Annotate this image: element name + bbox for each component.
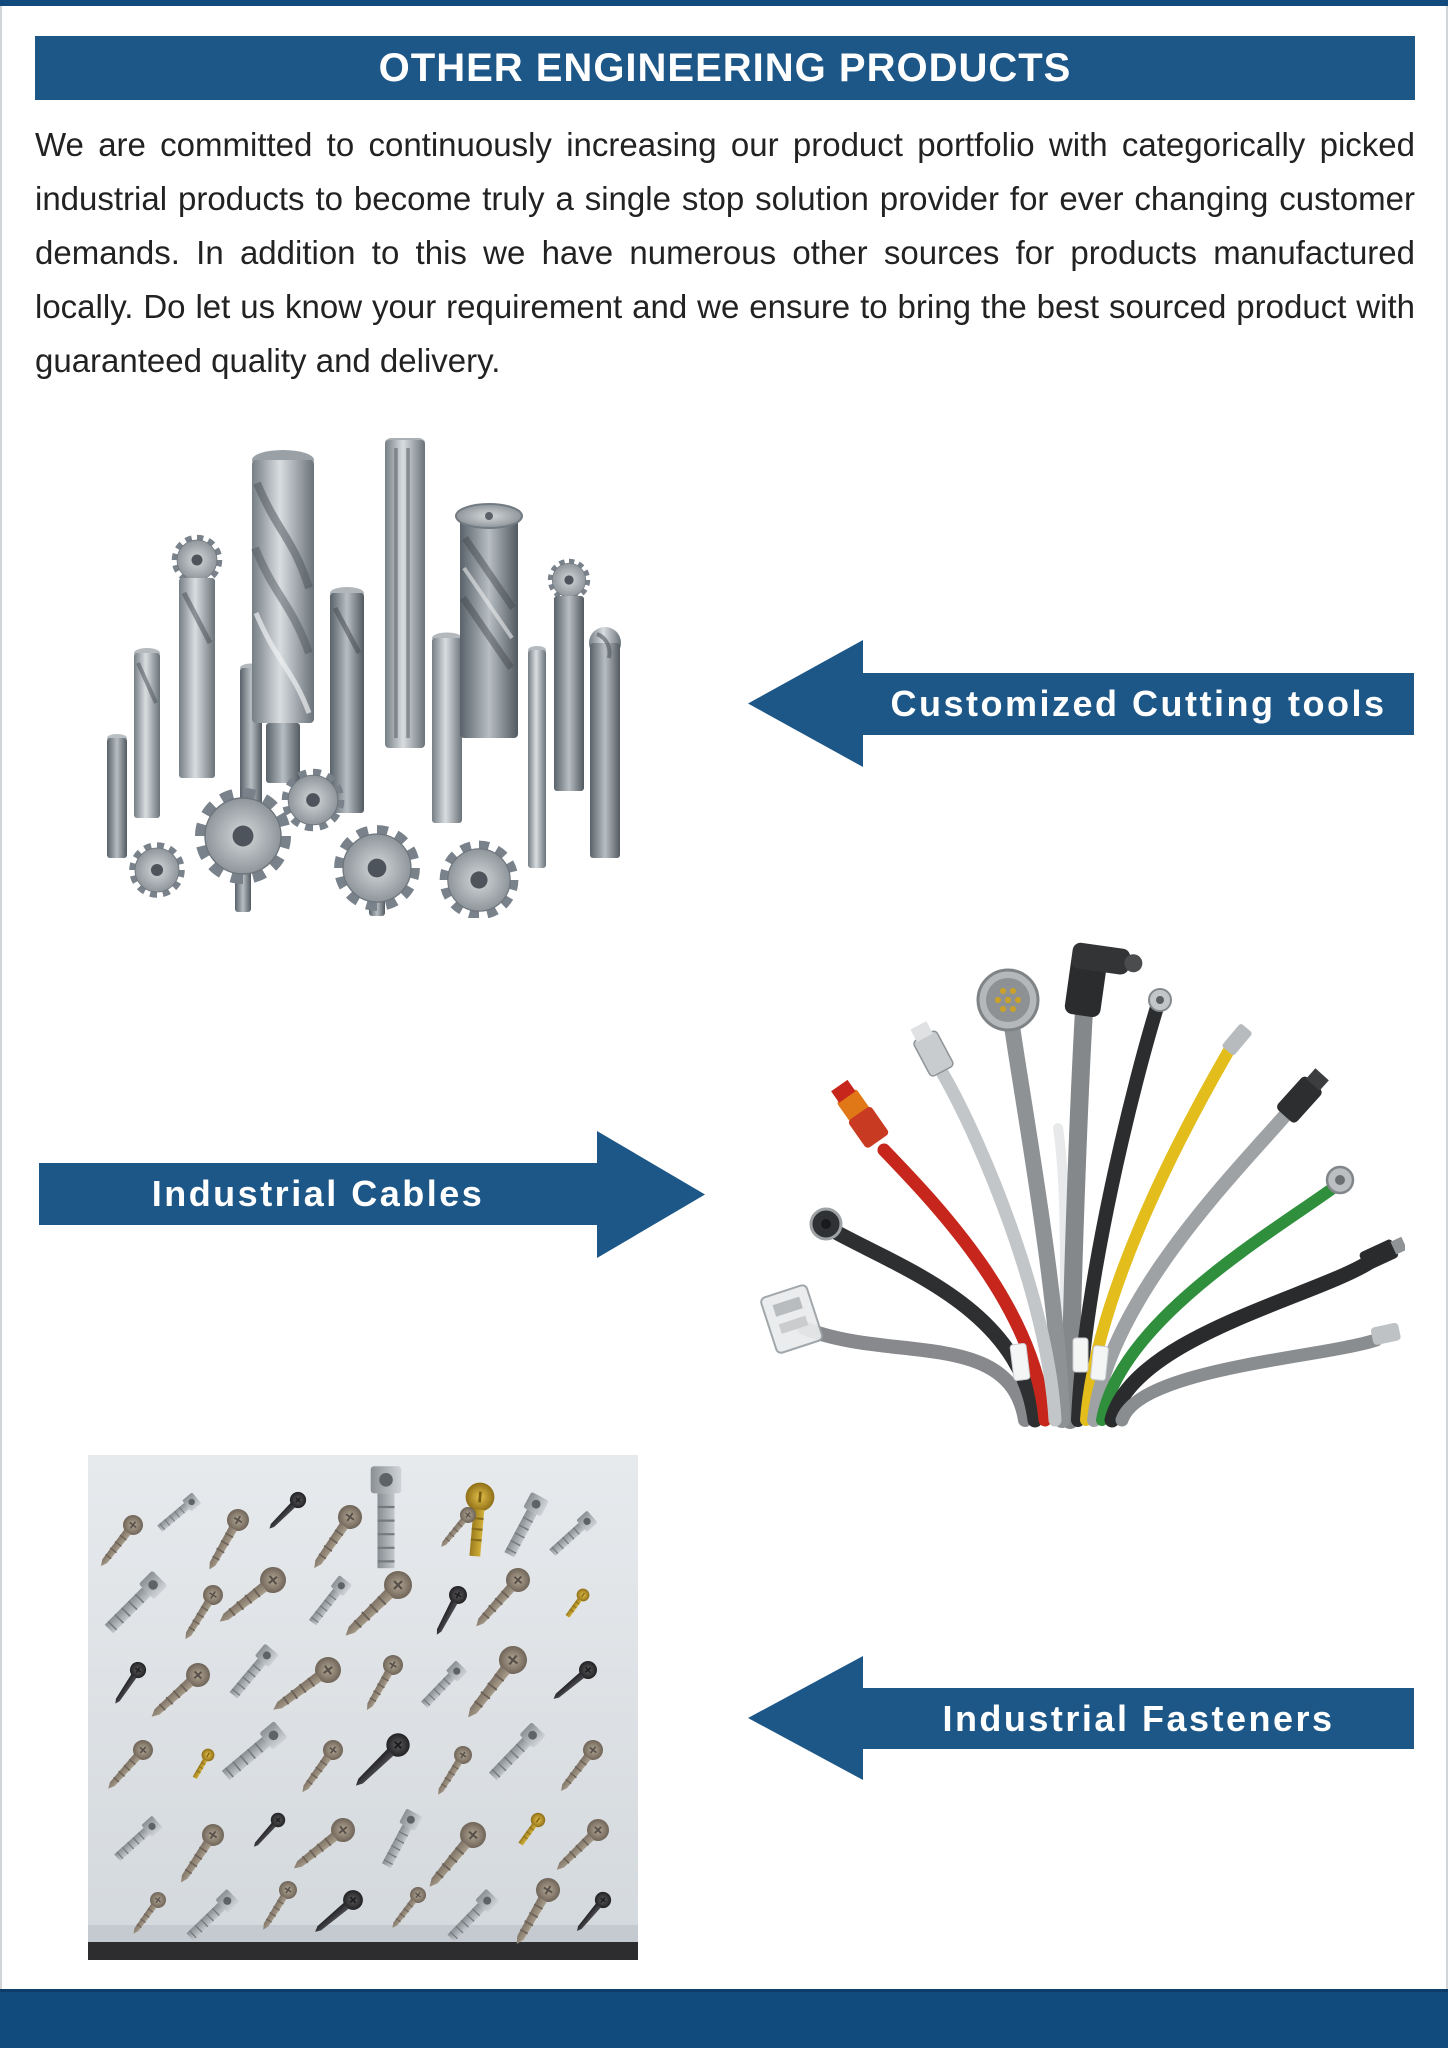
banner-label: Industrial Cables [151,1173,485,1214]
left-arrow-shape [748,1656,1414,1780]
top-accent-strip [0,0,1448,6]
banner-customized-cutting-tools: Customized Cutting tools [748,640,1414,767]
industrial-cables-photo [760,942,1405,1429]
footer-accent-bar [0,1989,1448,2048]
banner-label: Customized Cutting tools [890,683,1387,724]
page-title: OTHER ENGINEERING PRODUCTS [378,45,1072,90]
left-arrow-shape [748,640,1414,767]
intro-paragraph: We are committed to continuously increas… [35,126,1415,379]
banner-label: Industrial Fasteners [942,1697,1335,1739]
customized-cutting-tools-photo [107,438,621,918]
banner-industrial-fasteners: Industrial Fasteners [748,1656,1414,1780]
page-title-bar: OTHER ENGINEERING PRODUCTS [35,36,1415,100]
banner-industrial-cables: Industrial Cables [39,1131,705,1258]
right-arrow-shape [39,1131,705,1258]
industrial-fasteners-photo [88,1455,638,1960]
